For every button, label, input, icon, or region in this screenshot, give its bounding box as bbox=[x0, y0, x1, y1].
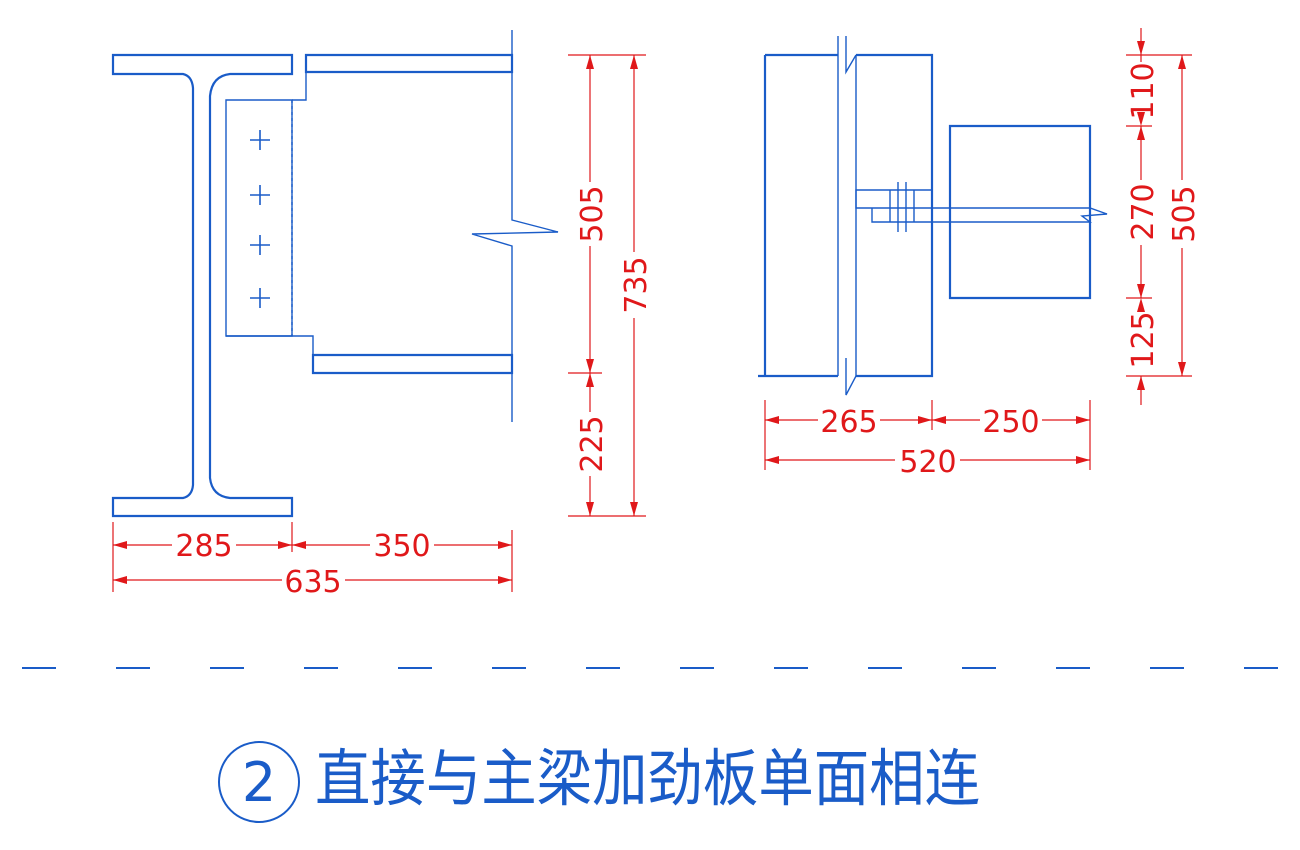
dim-505: 505 bbox=[575, 185, 610, 242]
dim-350: 350 bbox=[373, 529, 430, 564]
title-block: 2 直接与主梁加劲板单面相连 bbox=[218, 741, 980, 823]
secondary-beam-top-flange bbox=[304, 53, 514, 74]
girder-break-line bbox=[837, 36, 857, 396]
secondary-beam-body bbox=[948, 124, 1092, 300]
dim-110: 110 bbox=[1126, 62, 1161, 119]
girder-left-part bbox=[758, 53, 838, 378]
bolt-mark bbox=[250, 235, 270, 255]
elevation-vertical-dimensions: 505 225 735 bbox=[568, 54, 654, 517]
bolt-group bbox=[250, 130, 270, 308]
detail-number-circle bbox=[218, 741, 300, 823]
dim-635: 635 bbox=[284, 565, 341, 600]
bolt-mark bbox=[250, 130, 270, 150]
dim-270: 270 bbox=[1126, 183, 1161, 240]
dim-505-section: 505 bbox=[1167, 185, 1202, 242]
bolt-mark bbox=[250, 185, 270, 205]
girder-right-part bbox=[856, 53, 934, 378]
bolt-mark bbox=[250, 288, 270, 308]
dim-225: 225 bbox=[575, 415, 610, 472]
break-line bbox=[471, 30, 559, 422]
section-horizontal-dimensions: 265 250 520 bbox=[764, 400, 1091, 480]
dim-520: 520 bbox=[899, 445, 956, 480]
dim-735: 735 bbox=[619, 256, 654, 313]
beam-web-line bbox=[932, 207, 1108, 223]
dim-285: 285 bbox=[175, 529, 232, 564]
section-vertical-dimensions: 110 270 125 505 bbox=[1126, 28, 1202, 405]
section-view: 265 250 520 110 270 1 bbox=[758, 28, 1202, 480]
dim-250: 250 bbox=[982, 405, 1039, 440]
secondary-beam-bottom-flange bbox=[311, 353, 514, 375]
connection-plate bbox=[855, 189, 933, 223]
secondary-beam-top-cope bbox=[292, 72, 307, 101]
bolt-side-view bbox=[889, 182, 915, 232]
main-girder-section bbox=[111, 53, 294, 518]
elevation-view: 285 350 635 505 225 735 bbox=[111, 30, 654, 600]
stiffener-plate bbox=[225, 99, 293, 337]
dim-125: 125 bbox=[1126, 311, 1161, 368]
detail-title: 直接与主梁加劲板单面相连 bbox=[315, 742, 980, 815]
elevation-horizontal-dimensions: 285 350 635 bbox=[112, 522, 513, 600]
dim-265: 265 bbox=[820, 405, 877, 440]
detail-number: 2 bbox=[242, 751, 276, 814]
secondary-beam-bottom-cope bbox=[226, 335, 314, 355]
